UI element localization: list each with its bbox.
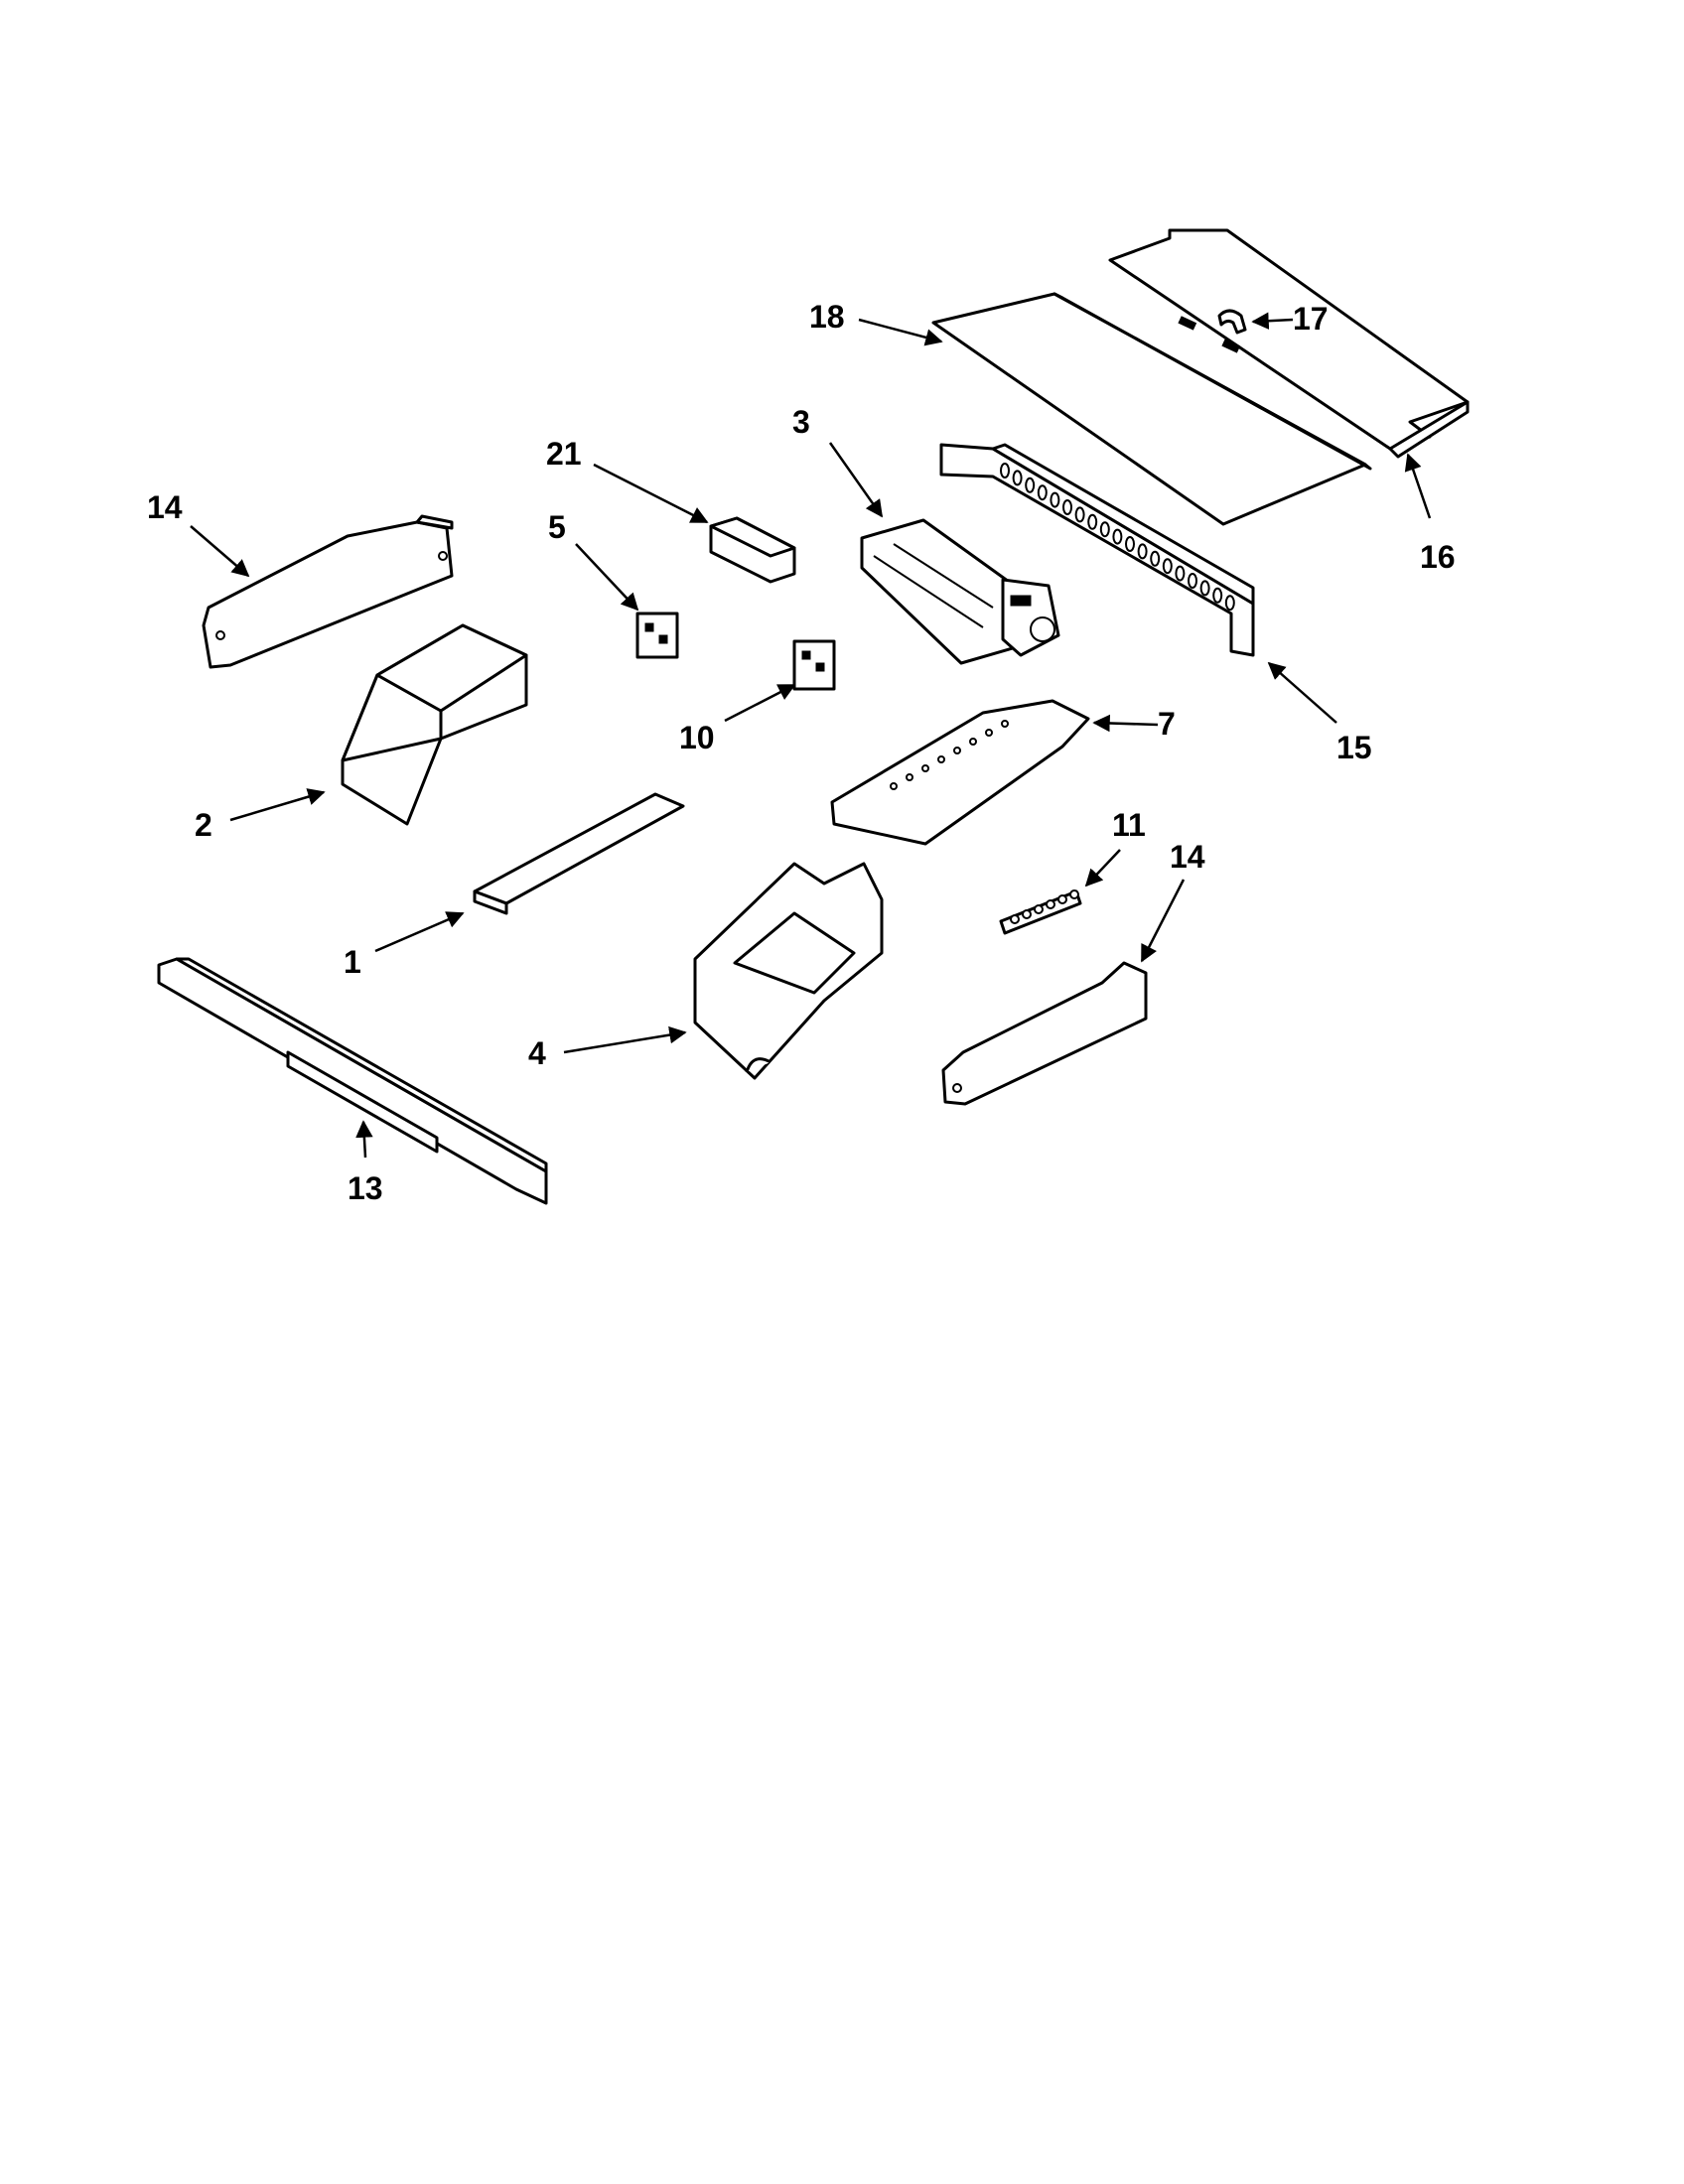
callout-10: 10 xyxy=(679,720,715,755)
part-14-bracket-upper xyxy=(202,514,454,669)
callout-21: 21 xyxy=(546,436,582,472)
part-17-clip xyxy=(1217,309,1247,335)
hole xyxy=(890,782,898,790)
hole xyxy=(1087,513,1098,530)
callout-14-lower: 14 xyxy=(1170,839,1205,875)
hole xyxy=(1022,909,1032,919)
hole xyxy=(1125,536,1135,552)
part-4-duct-housing xyxy=(693,862,884,1080)
hole xyxy=(985,729,993,737)
hole xyxy=(1001,720,1009,728)
hole xyxy=(1062,499,1072,515)
hole xyxy=(1057,894,1067,904)
part-2-duct xyxy=(341,623,528,826)
callout-2: 2 xyxy=(195,807,212,843)
part-16-top-panel xyxy=(1108,228,1470,459)
hole xyxy=(1046,899,1055,909)
callout-3: 3 xyxy=(792,404,810,440)
leader-lines xyxy=(190,312,1432,1159)
hole xyxy=(937,755,945,763)
hole xyxy=(1000,463,1010,478)
hole xyxy=(1150,550,1161,567)
callout-18: 18 xyxy=(809,299,845,335)
callout-15: 15 xyxy=(1336,730,1372,765)
hole xyxy=(1025,477,1036,493)
part-13-long-rail xyxy=(157,957,548,1205)
callout-5: 5 xyxy=(548,509,566,545)
callout-13: 13 xyxy=(348,1170,383,1206)
hole xyxy=(1175,565,1186,582)
hole xyxy=(1137,543,1148,560)
hole xyxy=(1099,521,1110,538)
hole xyxy=(906,773,913,781)
hole xyxy=(1010,914,1020,924)
part-11-terminal-block xyxy=(999,889,1082,935)
part-14-bracket-lower xyxy=(941,961,1148,1106)
hole xyxy=(921,764,929,772)
hole xyxy=(1162,558,1173,575)
hole xyxy=(1199,580,1210,597)
callout-7: 7 xyxy=(1158,706,1176,742)
hole xyxy=(1188,573,1197,589)
hole xyxy=(1037,484,1048,501)
hole xyxy=(1074,506,1085,523)
hole xyxy=(1212,587,1223,604)
part-5-switch xyxy=(635,612,679,659)
part-18-sheet-panel xyxy=(931,292,1372,526)
hole xyxy=(1012,470,1023,486)
callout-labels: 18 17 16 3 21 14 5 15 10 7 2 11 14 1 4 1… xyxy=(147,299,1456,1206)
callout-1: 1 xyxy=(344,944,361,980)
callout-16: 16 xyxy=(1420,539,1456,575)
part-21-block xyxy=(709,516,796,584)
callout-14-upper: 14 xyxy=(147,489,183,525)
hole xyxy=(953,747,961,754)
callout-17: 17 xyxy=(1293,301,1329,337)
hole xyxy=(969,738,977,746)
hole xyxy=(1224,595,1235,612)
callout-11: 11 xyxy=(1112,807,1146,843)
part-1-channel xyxy=(473,792,685,915)
hole xyxy=(1034,904,1044,914)
part-10-switch xyxy=(792,639,836,691)
hole xyxy=(1112,528,1123,545)
hole xyxy=(1069,889,1079,899)
hole xyxy=(1050,491,1060,508)
part-15-perforated-rail xyxy=(939,443,1255,657)
part-7-plate xyxy=(830,699,1090,846)
part-3-control-assembly xyxy=(860,518,1060,665)
callout-4: 4 xyxy=(528,1035,546,1071)
